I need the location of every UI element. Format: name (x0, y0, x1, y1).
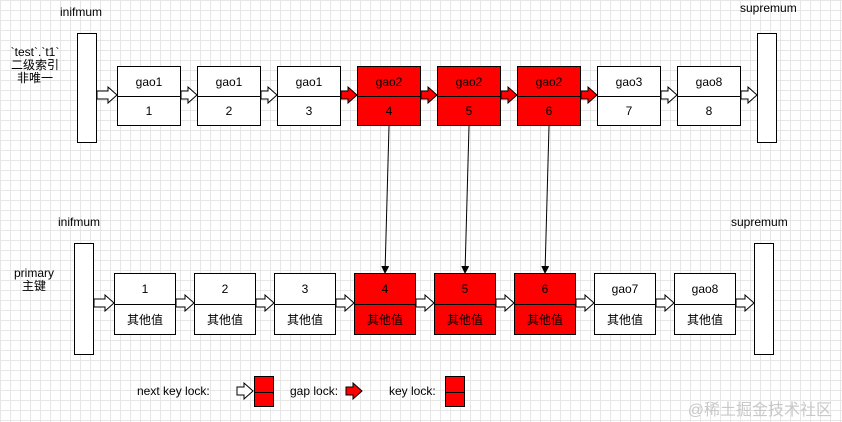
record-key: gao2 (438, 67, 500, 97)
primary-infimum-record (74, 243, 94, 355)
record-key: gao1 (278, 67, 340, 97)
index-record: gao1 3 (277, 66, 341, 126)
record-key: gao1 (118, 67, 180, 97)
record-key: gao2 (518, 67, 580, 97)
next-key-arrow (93, 293, 115, 313)
locked-record: gao2 4 (357, 66, 421, 126)
record-value: 其他值 (126, 312, 163, 327)
record-key: 4 (355, 274, 415, 305)
watermark: @稀土掘金技术社区 (687, 402, 832, 419)
index-record: gao3 7 (597, 66, 661, 126)
secondary-infimum-label: inifmum (60, 5, 103, 19)
primary-infimum-label: inifmum (58, 215, 101, 229)
next-key-arrow (255, 293, 275, 313)
record-key: 5 (435, 274, 495, 305)
locked-record: gao2 6 (517, 66, 581, 126)
record-value: 其他值 (446, 312, 483, 327)
gap-lock-arrow (580, 85, 598, 105)
next-key-arrow (335, 293, 355, 313)
secondary-index-label: `test`.`t1` 二级索引 非唯一 (4, 46, 66, 85)
primary-index-label: primary 主键 (8, 267, 60, 293)
record-key: 3 (275, 274, 335, 305)
record-value: 2 (225, 103, 233, 118)
index-record: 2 其他值 (194, 273, 256, 335)
record-value: 5 (465, 103, 473, 118)
secondary-label-line: `test`.`t1` (10, 45, 60, 59)
legend-next-key-swatch (254, 376, 274, 407)
secondary-supremum-label: supremum (740, 1, 797, 15)
index-record: gao7 其他值 (594, 273, 656, 335)
record-value: 其他值 (206, 312, 243, 327)
legend-key-label: key lock: (389, 384, 436, 398)
legend-next-key-arrow (236, 381, 254, 401)
record-key: gao3 (598, 67, 660, 97)
record-value: 其他值 (366, 312, 403, 327)
record-key: 2 (195, 274, 255, 305)
record-value: 其他值 (686, 312, 723, 327)
legend-key-swatch (445, 376, 465, 407)
next-key-arrow (96, 85, 118, 105)
record-key: 1 (115, 274, 175, 305)
next-key-arrow (260, 85, 278, 105)
record-value: 1 (145, 103, 153, 118)
index-link-arrow (381, 125, 390, 274)
record-value: 6 (545, 103, 553, 118)
locked-record: gao2 5 (437, 66, 501, 126)
record-key: gao8 (675, 274, 735, 305)
primary-label-line: 主键 (21, 279, 46, 293)
index-record: gao8 其他值 (674, 273, 736, 335)
legend-gap-label: gap lock: (290, 384, 339, 398)
index-record: gao8 8 (677, 66, 741, 126)
next-key-arrow (415, 293, 435, 313)
primary-supremum-label: supremum (731, 215, 788, 229)
next-key-arrow (740, 85, 758, 105)
gap-lock-arrow (420, 85, 438, 105)
record-value: 3 (305, 103, 313, 118)
index-link-arrow (461, 125, 470, 274)
index-record: gao1 2 (197, 66, 261, 126)
record-value: 7 (625, 103, 633, 118)
gap-lock-arrow (500, 85, 518, 105)
secondary-infimum-record (77, 33, 97, 143)
next-key-arrow (660, 85, 678, 105)
primary-supremum-record (754, 243, 774, 355)
record-key: gao1 (198, 67, 260, 97)
legend-next-key-label: next key lock: (137, 384, 210, 398)
secondary-label-line: 二级索引 (10, 58, 59, 72)
record-key: gao2 (358, 67, 420, 97)
index-link-arrow (541, 125, 550, 274)
secondary-supremum-record (757, 33, 777, 143)
next-key-arrow (175, 293, 195, 313)
record-value: 8 (705, 103, 713, 118)
next-key-arrow (735, 293, 755, 313)
index-record: gao1 1 (117, 66, 181, 126)
record-key: gao7 (595, 274, 655, 305)
legend-gap-arrow (345, 381, 363, 401)
locked-record: 4 其他值 (354, 273, 416, 335)
record-value: 其他值 (526, 312, 563, 327)
next-key-arrow (495, 293, 515, 313)
next-key-arrow (575, 293, 595, 313)
index-record: 1 其他值 (114, 273, 176, 335)
index-record: 3 其他值 (274, 273, 336, 335)
record-value: 其他值 (286, 312, 323, 327)
next-key-arrow (180, 85, 198, 105)
gap-lock-arrow (340, 85, 358, 105)
locked-record: 6 其他值 (514, 273, 576, 335)
primary-label-line: primary (13, 266, 54, 280)
next-key-arrow (655, 293, 675, 313)
secondary-label-line: 非唯一 (16, 71, 53, 85)
locked-record: 5 其他值 (434, 273, 496, 335)
record-key: gao8 (678, 67, 740, 97)
record-key: 6 (515, 274, 575, 305)
record-value: 其他值 (606, 312, 643, 327)
record-value: 4 (385, 103, 393, 118)
